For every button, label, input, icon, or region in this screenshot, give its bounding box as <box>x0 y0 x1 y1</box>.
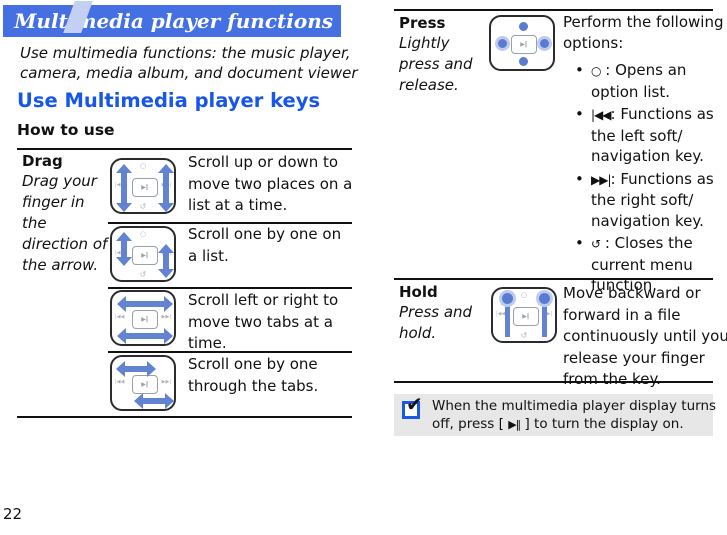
note-box: ✔ When the multimedia player display tur… <box>394 394 716 436</box>
left-right-arrow-icon <box>116 361 156 377</box>
press-option-text: : Functions as the right soft/ navigatio… <box>591 169 714 230</box>
hold-action-label: Hold <box>399 283 438 301</box>
drag-row-description: Scroll one by one through the tabs. <box>188 355 319 395</box>
note-text: When the multimedia player display turns… <box>432 398 716 433</box>
keypad-options-glyph: ○ <box>520 291 528 299</box>
left-right-arrow-icon <box>134 393 174 409</box>
keypad-playpause-glyph: ▶‖ <box>132 310 158 329</box>
left-right-arrow-icon <box>117 296 173 312</box>
page-number: 22 <box>3 505 23 523</box>
drag-table-row-divider <box>108 351 352 353</box>
keypad-playpause-glyph: ▶‖ <box>513 307 539 326</box>
keypad-next-glyph: ▶▶| <box>161 314 171 320</box>
keypad-playpause-glyph: ▶‖ <box>511 35 537 54</box>
chapter-intro-text: Use multimedia functions: the music play… <box>20 44 358 82</box>
hold-dot-icon <box>539 293 550 304</box>
keypad-options-glyph: ○ <box>139 230 147 238</box>
keypad-next-glyph: ▶▶| <box>542 311 552 317</box>
drag-table-top-border <box>17 148 352 150</box>
press-description-cell: Perform the following options: • ○ : Open… <box>563 12 723 298</box>
press-option-left-soft: • |◀◀: Functions as the left soft/ naviga… <box>563 104 723 167</box>
section-heading: Use Multimedia player keys <box>17 89 321 112</box>
press-dot-right-icon <box>540 39 549 48</box>
press-option-right-soft: • ▶▶|: Functions as the right soft/ navig… <box>563 169 723 232</box>
bullet-icon: • <box>575 169 584 188</box>
press-action-cell: Press Lightly press and release. <box>399 14 485 96</box>
bullet-icon: • <box>575 61 584 79</box>
drag-table-row-divider <box>108 222 352 224</box>
hold-up-arrow-icon <box>501 297 513 337</box>
drag-table-row-divider <box>108 287 352 289</box>
keypad-prev-glyph: |◀◀ <box>115 182 125 188</box>
note-checkbox-icon: ✔ <box>402 394 423 419</box>
press-option-text: : Closes the current menu function. <box>591 234 693 294</box>
keypad-next-glyph: ▶▶| <box>161 379 171 385</box>
keypad-back-glyph: ↺ <box>520 331 528 340</box>
forward-key-icon: ▶▶| <box>591 172 611 187</box>
press-option-text: : Functions as the left soft/ navigation… <box>591 105 714 165</box>
press-description-intro: Perform the following options: <box>563 13 724 52</box>
keypad-scroll-one-vertical-icon: ○ |◀◀ ▶‖ ▶▶| ↺ <box>110 226 176 282</box>
drag-row-description: Scroll one by one on a list. <box>188 225 342 265</box>
drag-action-detail: Drag your finger in the direction of the… <box>22 172 108 274</box>
press-options-list: •○ : Opens an option list. •|◀◀: Functio… <box>563 60 723 296</box>
keypad-playpause-glyph: ▶‖ <box>132 178 158 197</box>
drag-table-bottom-border <box>17 416 352 418</box>
press-action-label: Press <box>399 14 446 32</box>
press-dot-bottom-icon <box>519 57 528 66</box>
keypad-back-glyph: ↺ <box>139 270 147 279</box>
up-down-arrow-icon <box>158 164 174 212</box>
playpause-key-icon: ▶‖ <box>508 417 521 431</box>
drag-action-label: Drag <box>22 152 63 170</box>
keypad-scroll-one-horizontal-icon: |◀◀ ▶‖ ▶▶| <box>110 355 176 411</box>
keypad-prev-glyph: |◀◀ <box>115 379 125 385</box>
left-right-arrow-icon <box>117 328 173 344</box>
bullet-icon: • <box>575 234 584 252</box>
hold-action-detail: Press and hold. <box>399 303 473 342</box>
keypad-hold-arrows-icon: ○ |◀◀ ▶‖ ▶▶| ↺ <box>491 287 557 343</box>
hold-up-arrow-icon <box>538 297 550 337</box>
up-down-arrow-icon <box>116 164 132 212</box>
bullet-icon: • <box>575 105 584 123</box>
press-dot-left-icon <box>498 39 507 48</box>
keypad-prev-glyph: |◀◀ <box>115 314 125 320</box>
checkmark-icon: ✔ <box>406 392 423 416</box>
press-action-detail: Lightly press and release. <box>399 34 473 94</box>
press-dot-top-icon <box>519 22 528 31</box>
back-key-icon: ↺ <box>591 237 601 251</box>
keypad-prev-glyph: |◀◀ <box>115 250 125 256</box>
keypad-prev-glyph: |◀◀ <box>496 311 506 317</box>
keypad-scroll-two-horizontal-icon: |◀◀ ▶‖ ▶▶| <box>110 290 176 346</box>
subsection-heading: How to use <box>17 121 115 139</box>
keypad-playpause-glyph: ▶‖ <box>132 246 158 265</box>
press-table-bottom-border <box>394 381 713 383</box>
chapter-title: Multimedia player functions <box>14 9 333 33</box>
note-text-after: ] to turn the display on. <box>520 415 684 432</box>
keypad-press-dots-icon: ▶‖ <box>489 15 555 71</box>
keypad-back-glyph: ↺ <box>139 202 147 211</box>
press-table-top-border <box>394 9 713 11</box>
press-hold-row-divider <box>394 278 713 280</box>
press-option-text: : Opens an option list. <box>591 61 687 101</box>
hold-action-cell: Hold Press and hold. <box>399 283 485 344</box>
keypad-playpause-glyph: ▶‖ <box>132 375 158 394</box>
hold-description-cell: Move backward or forward in a file conti… <box>563 284 727 388</box>
drag-action-cell: Drag Drag your finger in the direction o… <box>22 152 108 276</box>
rewind-key-icon: |◀◀ <box>591 108 611 122</box>
press-option-close-menu: • ↺ : Closes the current menu function. <box>563 233 723 296</box>
keypad-scroll-two-vertical-icon: ○ |◀◀ ▶‖ ▶▶| ↺ <box>110 158 176 214</box>
hold-dot-icon <box>502 293 513 304</box>
chapter-banner: Multimedia player functions <box>3 1 341 37</box>
drag-row-description: Scroll up or down to move two places on … <box>188 153 353 214</box>
up-down-arrow-icon <box>116 232 132 266</box>
options-key-icon: ○ <box>591 64 602 78</box>
note-text-before: When the multimedia player display turns… <box>432 398 717 432</box>
press-option-open-list: • ○ : Opens an option list. <box>563 60 723 102</box>
drag-row-description: Scroll left or right to move two tabs at… <box>188 291 339 352</box>
up-down-arrow-icon <box>158 244 174 278</box>
keypad-options-glyph: ○ <box>139 162 147 170</box>
